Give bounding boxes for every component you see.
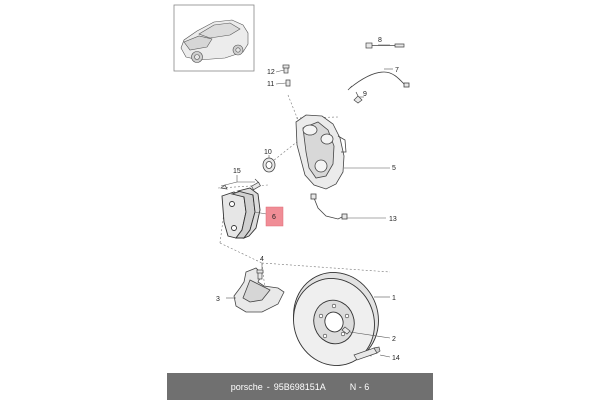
footer-separator: - bbox=[266, 381, 270, 392]
bolt-part-4 bbox=[256, 269, 264, 280]
callout-5: 5 bbox=[392, 165, 396, 172]
callout-15: 15 bbox=[233, 168, 241, 175]
footer-part-number: 95B698151A bbox=[273, 381, 326, 392]
grease-tube-part-14 bbox=[353, 346, 381, 361]
brake-pads-part-6 bbox=[221, 187, 261, 240]
callout-13: 13 bbox=[389, 216, 397, 223]
bleed-screw-part-12 bbox=[282, 64, 290, 74]
wear-sensor-part-8 bbox=[365, 42, 405, 49]
callout-4: 4 bbox=[260, 256, 264, 263]
dust-shield-part-3 bbox=[233, 267, 285, 313]
callout-11: 11 bbox=[267, 81, 274, 88]
callout-12: 12 bbox=[267, 69, 275, 76]
clip-part-9 bbox=[353, 91, 363, 104]
seal-ring-part-10 bbox=[262, 157, 276, 173]
footer-brand: porsche bbox=[230, 381, 263, 392]
callout-6-highlight[interactable]: 6 bbox=[265, 206, 284, 227]
part-info-footer: porsche - 95B698151A N - 6 bbox=[167, 373, 433, 400]
callout-8: 8 bbox=[378, 37, 382, 44]
callout-2: 2 bbox=[392, 336, 396, 343]
callout-1: 1 bbox=[392, 295, 396, 302]
cap-part-11 bbox=[285, 79, 291, 87]
callout-6-box[interactable] bbox=[265, 206, 284, 227]
wear-warning-line-part-13 bbox=[310, 193, 348, 220]
screw-part-2 bbox=[341, 326, 351, 335]
callout-10: 10 bbox=[264, 149, 272, 156]
vehicle-thumbnail bbox=[173, 4, 255, 72]
callout-7: 7 bbox=[395, 67, 399, 74]
brake-disc-part-1 bbox=[293, 271, 379, 367]
callout-3: 3 bbox=[216, 296, 220, 303]
spring-kit-part-15 bbox=[220, 178, 261, 191]
callout-6[interactable]: 6 bbox=[272, 214, 276, 221]
callout-14: 14 bbox=[392, 355, 400, 362]
callout-9: 9 bbox=[363, 91, 367, 98]
sensor-cable-part-7 bbox=[347, 71, 410, 91]
footer-ref: N - 6 bbox=[349, 381, 370, 392]
brake-caliper-part-5 bbox=[295, 114, 347, 190]
